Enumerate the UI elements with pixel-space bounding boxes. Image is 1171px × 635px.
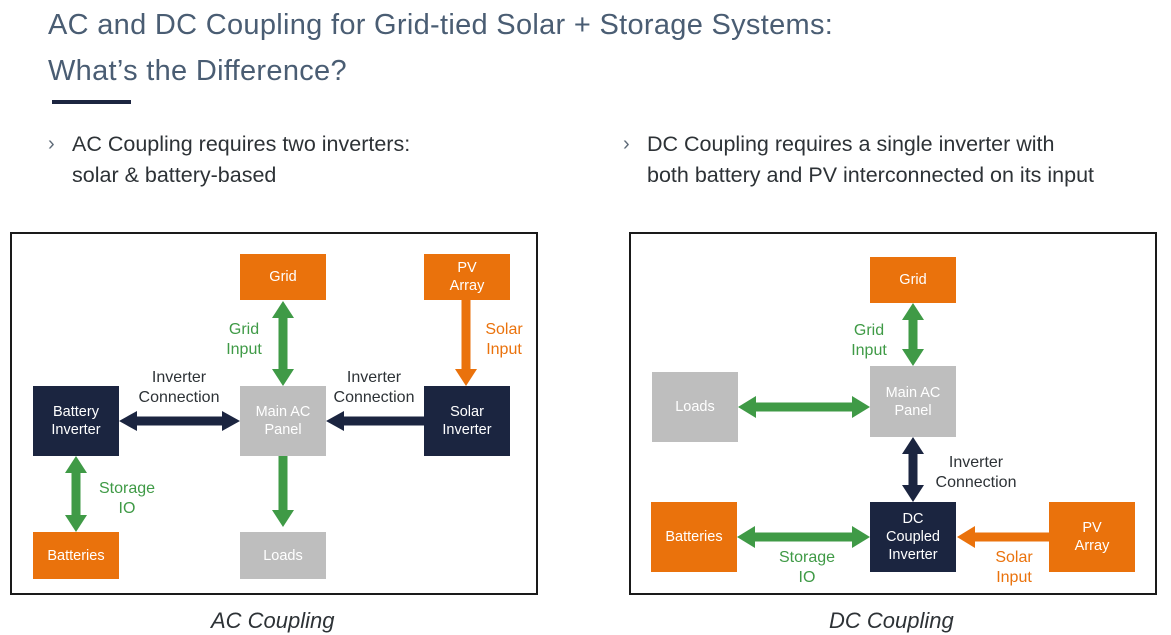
ac-grid-input-line-2: Input [226, 341, 262, 358]
ac-main-panel-line-1: Main AC [255, 404, 311, 420]
bullet-ac-line-2: solar & battery-based [72, 163, 277, 187]
ac-grid-input-line-1: Grid [228, 321, 260, 338]
bullet-dc-coupling: › DC Coupling requires a single inverter… [623, 129, 1095, 191]
ac-inv-conn-right-line-1: Inverter [346, 369, 402, 386]
ac-batteries-label: Batteries [47, 547, 105, 564]
ac-solar-inverter-box: Solar Inverter [424, 386, 510, 456]
dc-inverter-connection-arrow [902, 437, 924, 502]
ac-pv-label-line-2: Array [449, 278, 485, 294]
dc-grid-input-line-2: Input [851, 342, 887, 359]
dc-inverter-line-1: DC [902, 511, 924, 527]
ac-grid-box: Grid [240, 254, 326, 300]
dc-storage-io-label: Storage IO [772, 548, 842, 588]
page-title: AC and DC Coupling for Grid-tied Solar +… [48, 2, 1148, 94]
ac-grid-label: Grid [269, 269, 297, 285]
bullet-ac-line-1: AC Coupling requires two inverters: [72, 132, 411, 156]
bullet-ac-coupling: › AC Coupling requires two inverters: so… [48, 129, 411, 191]
dc-solar-input-line-2: Input [996, 569, 1032, 586]
ac-coupling-caption: AC Coupling [211, 608, 335, 633]
bullet-dc-line-1: DC Coupling requires a single inverter w… [647, 132, 1055, 156]
dc-storage-io-line-1: Storage [778, 549, 836, 566]
dc-coupling-caption: DC Coupling [829, 608, 954, 633]
ac-inv-conn-right-line-2: Connection [333, 389, 415, 406]
dc-loads-label: Loads [675, 399, 715, 415]
ac-inverter-connection-right-label: Inverter Connection [324, 368, 424, 408]
ac-battery-inverter-box: Battery Inverter [33, 386, 119, 456]
ac-solar-input-label: Solar Input [475, 320, 533, 360]
ac-loads-arrow [272, 456, 294, 527]
ac-main-panel-box: Main AC Panel [240, 386, 326, 456]
dc-grid-input-label: Grid Input [839, 321, 899, 361]
dc-storage-io-arrow [737, 526, 870, 548]
ac-batteries-box: Batteries [33, 532, 119, 579]
ac-solar-inverter-line-2: Inverter [442, 422, 492, 438]
title-underline [52, 100, 131, 104]
dc-grid-label: Grid [899, 272, 927, 288]
dc-grid-input-arrow [902, 303, 924, 366]
ac-grid-input-label: Grid Input [214, 320, 274, 360]
ac-inverter-connection-left-label: Inverter Connection [129, 368, 229, 408]
dc-pv-label-line-2: Array [1074, 538, 1110, 554]
dc-inv-conn-line-1: Inverter [948, 454, 1004, 471]
ac-pv-array-box: PV Array [424, 254, 510, 300]
ac-main-panel-line-2: Panel [264, 422, 302, 438]
dc-solar-input-label: Solar Input [984, 548, 1044, 588]
dc-coupled-inverter-box: DC Coupled Inverter [870, 502, 956, 572]
ac-loads-label: Loads [263, 547, 303, 564]
page-title-line-2: What’s the Difference? [48, 55, 347, 87]
ac-solar-inverter-line-1: Solar [450, 404, 484, 420]
dc-solar-input-line-1: Solar [995, 549, 1033, 566]
dc-inverter-line-3: Inverter [888, 547, 938, 563]
ac-inv-conn-left-line-2: Connection [138, 389, 220, 406]
ac-inv-conn-left-line-1: Inverter [151, 369, 207, 386]
ac-storage-io-line-1: Storage [98, 480, 156, 497]
ac-inverter-connection-right-arrow [326, 411, 424, 431]
dc-main-panel-line-1: Main AC [885, 384, 941, 401]
chevron-right-icon: › [48, 133, 55, 155]
dc-grid-box: Grid [870, 257, 956, 303]
dc-batteries-label: Batteries [665, 529, 723, 545]
dc-batteries-box: Batteries [651, 502, 737, 572]
ac-inverter-connection-left-arrow [119, 411, 240, 431]
ac-solar-input-line-1: Solar [485, 321, 523, 338]
ac-storage-io-line-2: IO [118, 500, 136, 517]
dc-loads-arrow [738, 396, 870, 418]
bullet-dc-line-2: both battery and PV interconnected on it… [647, 163, 1095, 187]
ac-solar-input-arrow [455, 300, 477, 386]
ac-pv-label-line-1: PV [457, 260, 477, 276]
dc-pv-array-box: PV Array [1049, 502, 1135, 572]
dc-solar-input-arrow [957, 526, 1050, 548]
ac-loads-box: Loads [240, 532, 326, 579]
dc-inverter-line-2: Coupled [885, 529, 940, 545]
dc-storage-io-line-2: IO [798, 569, 816, 586]
page-title-line-1: AC and DC Coupling for Grid-tied Solar +… [48, 9, 834, 41]
dc-main-panel-box: Main AC Panel [870, 366, 956, 437]
dc-inv-conn-line-2: Connection [935, 474, 1017, 491]
dc-loads-box: Loads [652, 372, 738, 442]
dc-inverter-connection-label: Inverter Connection [926, 453, 1026, 493]
dc-grid-input-line-1: Grid [853, 322, 885, 339]
dc-main-panel-line-2: Panel [894, 402, 932, 419]
dc-pv-label-line-1: PV [1082, 520, 1102, 536]
ac-solar-input-line-2: Input [486, 341, 522, 358]
ac-grid-input-arrow [272, 301, 294, 386]
ac-storage-io-label: Storage IO [92, 479, 162, 519]
ac-battery-inverter-line-2: Inverter [51, 422, 101, 438]
ac-storage-io-arrow [65, 456, 87, 532]
chevron-right-icon: › [623, 133, 630, 155]
ac-battery-inverter-line-1: Battery [53, 404, 99, 420]
